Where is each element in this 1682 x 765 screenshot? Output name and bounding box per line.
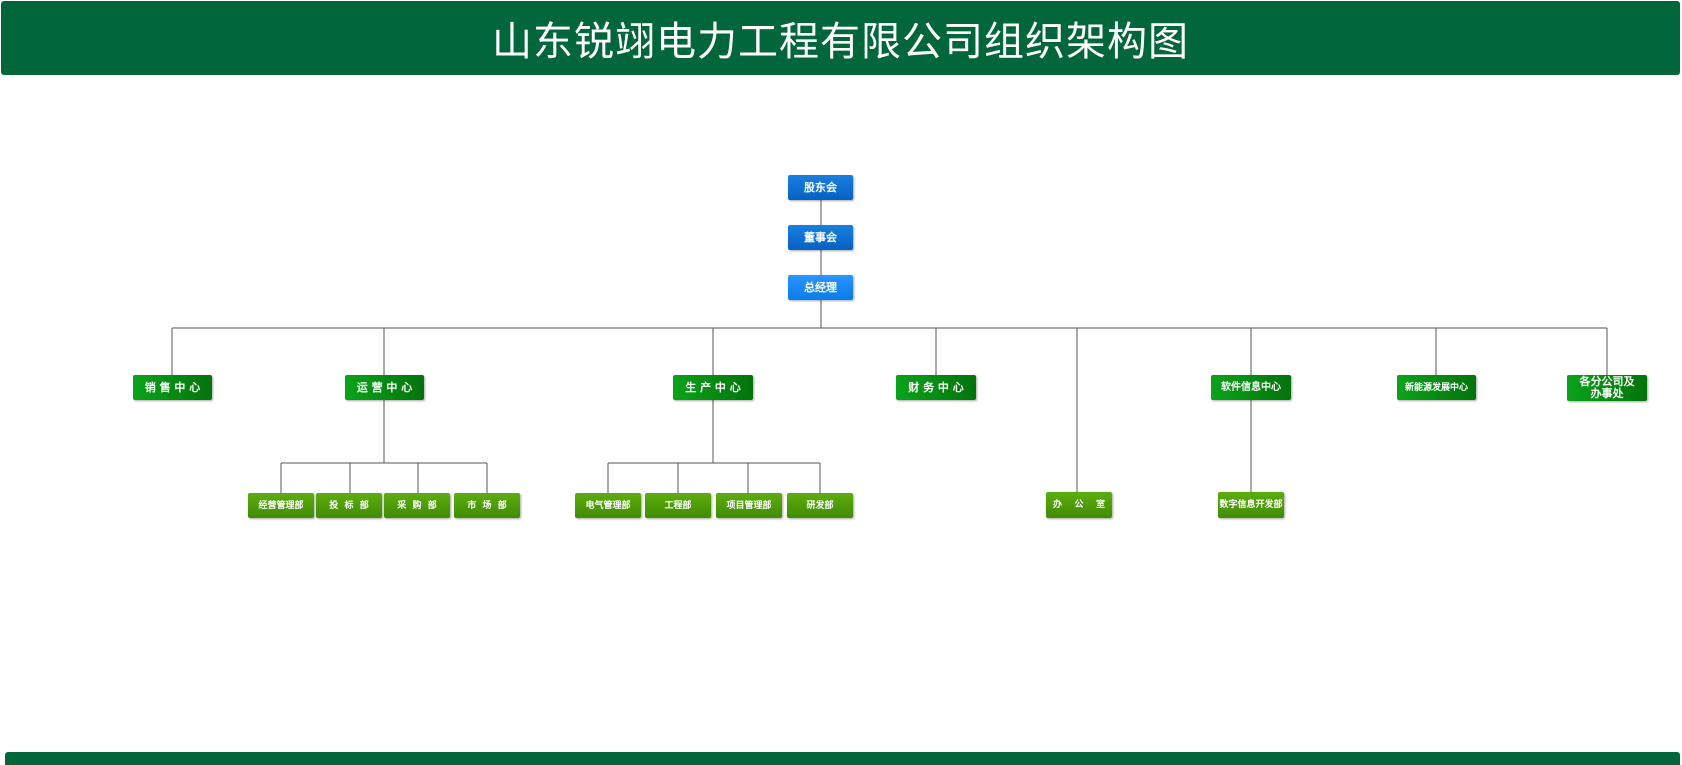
shareholders-node[interactable]: 股东会 bbox=[788, 175, 853, 200]
software-dept-digital-info[interactable]: 数字信息开发部 bbox=[1218, 492, 1284, 518]
production-center-node[interactable]: 生 产 中 心 bbox=[673, 375, 753, 400]
software-center-node[interactable]: 软件信息中心 bbox=[1211, 375, 1291, 400]
ops-dept-bidding[interactable]: 投 标 部 bbox=[316, 493, 382, 518]
new-energy-center-node[interactable]: 新能源发展中心 bbox=[1397, 375, 1476, 400]
prod-dept-electrical-management[interactable]: 电气管理部 bbox=[575, 493, 641, 518]
ops-dept-business-management[interactable]: 经营管理部 bbox=[248, 493, 314, 518]
general-manager-node[interactable]: 总经理 bbox=[788, 275, 853, 300]
sales-center-node[interactable]: 销 售 中 心 bbox=[133, 375, 212, 400]
prod-dept-project-management[interactable]: 项目管理部 bbox=[716, 493, 782, 518]
board-node[interactable]: 董事会 bbox=[788, 225, 853, 250]
page-title: 山东锐翊电力工程有限公司组织架构图 bbox=[492, 19, 1189, 65]
prod-dept-engineering[interactable]: 工程部 bbox=[645, 493, 711, 518]
office-node[interactable]: 办 公 室 bbox=[1046, 492, 1112, 518]
footer-bar bbox=[5, 752, 1680, 765]
finance-center-node[interactable]: 财 务 中 心 bbox=[896, 375, 976, 400]
branches-node[interactable]: 各分公司及办事处 bbox=[1567, 375, 1647, 401]
ops-dept-market[interactable]: 市 场 部 bbox=[454, 493, 520, 518]
operations-center-node[interactable]: 运 营 中 心 bbox=[345, 375, 424, 400]
prod-dept-rnd[interactable]: 研发部 bbox=[787, 493, 853, 518]
ops-dept-procurement[interactable]: 采 购 部 bbox=[384, 493, 450, 518]
header-banner: 山东锐翊电力工程有限公司组织架构图 bbox=[1, 1, 1680, 75]
